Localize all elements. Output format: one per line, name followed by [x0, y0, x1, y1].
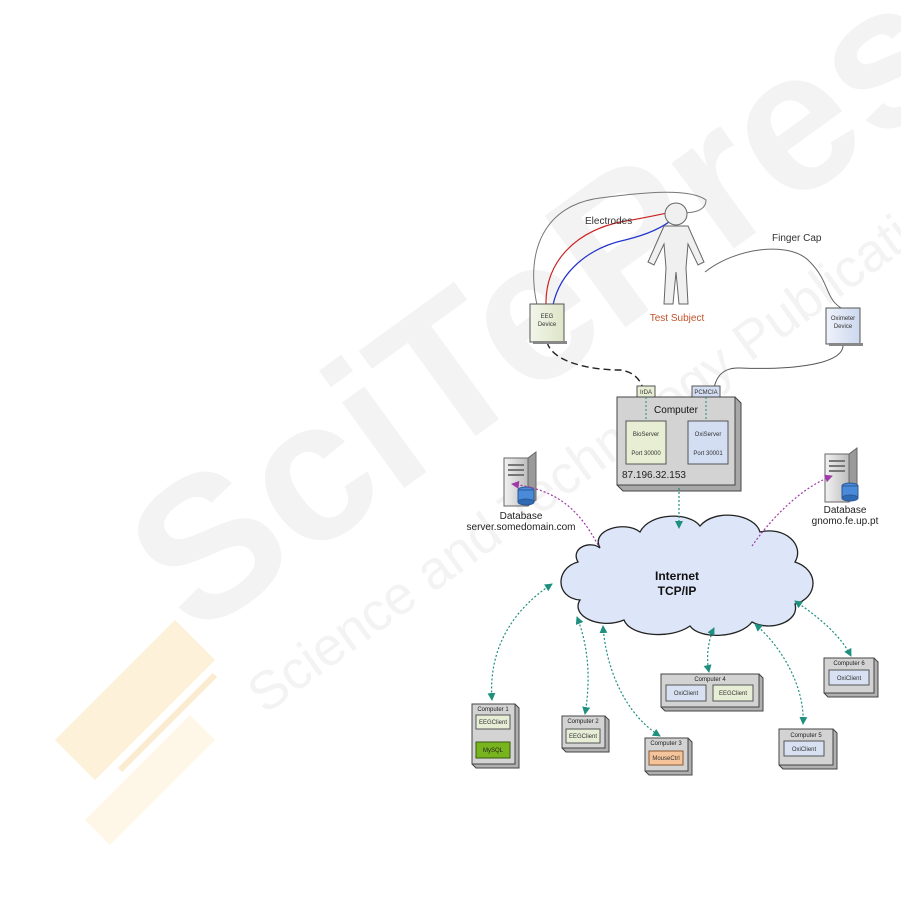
eeg-device: EEG Device	[529, 303, 567, 344]
test-subject-figure	[647, 202, 705, 305]
internet-label: Internet	[655, 569, 699, 583]
oximeter-cable	[712, 343, 844, 397]
electrodes-label: Electrodes	[585, 216, 632, 227]
computer-2-link	[575, 616, 591, 715]
computer-5-title: Computer 5	[790, 733, 822, 739]
computer-3-title: Computer 3	[650, 741, 682, 747]
computer-3-app-mousectrl: MouseCtrl	[652, 756, 679, 762]
internet-protocol-label: TCP/IP	[658, 584, 697, 598]
pcmcia-label: PCMCIA	[694, 390, 717, 396]
database-right-host: gnomo.fe.up.pt	[812, 516, 879, 527]
finger-cap-label: Finger Cap	[772, 233, 822, 244]
eeg-device-label-1: EEG	[541, 314, 554, 320]
computer-6-title: Computer 6	[833, 661, 865, 667]
client-computer-2: Computer 2 EEGClient	[561, 715, 610, 753]
computer-2-title: Computer 2	[567, 719, 599, 725]
computer-title: Computer	[654, 405, 699, 416]
computer-1-app-mysql: MySQL	[483, 748, 504, 754]
client-computer-1: Computer 1 EEGClient MySQL	[471, 703, 520, 769]
oxiserver-port: Port 30001	[693, 451, 723, 457]
computer-5-link	[754, 623, 808, 725]
computer-2-app-eegclient: EEGClient	[569, 734, 597, 740]
watermark-logo	[55, 620, 218, 845]
server-computer: Computer BioServer Port 30000 OxiServer …	[616, 396, 742, 492]
bioserver-box: BioServer Port 30000	[625, 420, 667, 465]
oximeter-device: Oximeter Device	[825, 307, 863, 346]
electrode-blue-wire	[552, 217, 675, 306]
computer-6-app-oxiclient: OxiClient	[837, 676, 862, 682]
client-computer-4: Computer 4 OxiClient EEGClient	[660, 673, 764, 712]
oximeter-label-2: Device	[834, 324, 853, 330]
computer-1-app-eegclient: EEGClient	[479, 720, 507, 726]
computer-1-title: Computer 1	[477, 707, 509, 713]
database-left-title: Database	[500, 511, 543, 522]
database-left-host: server.somedomain.com	[467, 522, 576, 533]
computer-1-link	[487, 583, 553, 701]
eeg-device-label-2: Device	[538, 322, 557, 328]
computer-4-app-oxiclient: OxiClient	[674, 691, 699, 697]
internet-to-db-left-link	[511, 480, 599, 546]
computer-6-link	[794, 600, 852, 657]
oximeter-label-1: Oximeter	[831, 316, 855, 322]
irda-port: IrDA	[636, 385, 656, 398]
client-computer-6: Computer 6 OxiClient	[823, 657, 879, 698]
electrode-gray-wire	[533, 191, 707, 306]
electrode-red-wire	[545, 211, 673, 306]
test-subject-label: Test Subject	[650, 313, 705, 324]
eeg-cable	[546, 341, 646, 397]
database-left-server-icon	[503, 451, 537, 507]
oxiserver-box: OxiServer Port 30001	[687, 420, 729, 465]
finger-cap-wire	[704, 248, 844, 310]
irda-label: IrDA	[640, 390, 652, 396]
bioserver-port: Port 30000	[631, 451, 661, 457]
internet-cloud-icon	[560, 514, 814, 637]
computer-4-title: Computer 4	[694, 677, 726, 683]
oxiserver-label: OxiServer	[695, 432, 722, 438]
pcmcia-port: PCMCIA	[691, 385, 721, 398]
client-computer-5: Computer 5 OxiClient	[778, 728, 838, 770]
bioserver-label: BioServer	[633, 432, 659, 438]
computer-3-link	[599, 625, 661, 737]
internet-to-db-right-link	[751, 474, 833, 547]
computer-4-link	[703, 627, 715, 673]
database-right-server-icon	[824, 447, 859, 503]
database-right-title: Database	[824, 505, 867, 516]
ip-address: 87.196.32.153	[622, 470, 686, 481]
computer-5-app-oxiclient: OxiClient	[792, 747, 817, 753]
client-computer-3: Computer 3 MouseCtrl	[644, 737, 693, 776]
computer-4-app-eegclient: EEGClient	[719, 691, 747, 697]
